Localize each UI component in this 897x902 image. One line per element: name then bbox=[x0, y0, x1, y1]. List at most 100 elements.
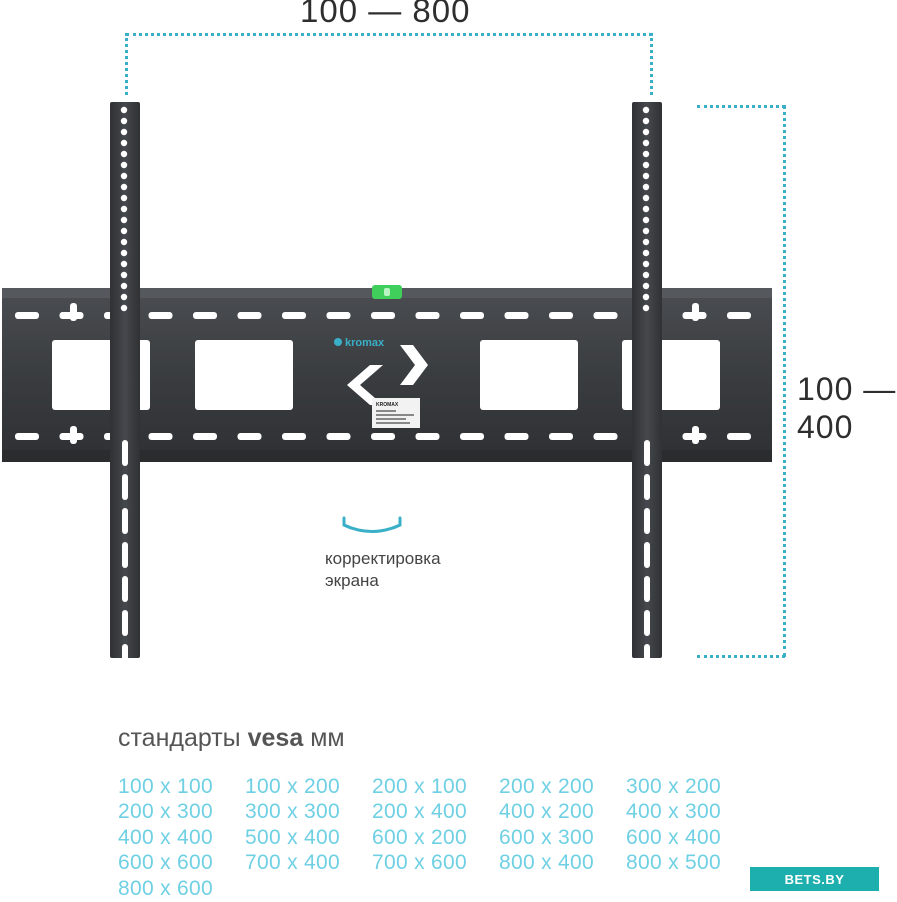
height-range-line2: 400 bbox=[797, 409, 854, 445]
plate-slot bbox=[15, 312, 39, 319]
height-dimension-line bbox=[783, 105, 786, 657]
arm-hole bbox=[120, 150, 128, 158]
arm-slots-right bbox=[644, 440, 650, 670]
arm-hole bbox=[120, 304, 128, 312]
brand-logo-text: kromax bbox=[345, 337, 385, 349]
arm-slot bbox=[644, 610, 650, 636]
tilt-caption: корректировка экрана bbox=[325, 548, 485, 592]
tv-wall-bracket-illustration: kromax KROMAX bbox=[2, 102, 772, 670]
plate-slot bbox=[460, 312, 484, 319]
arm-slot bbox=[122, 576, 128, 602]
arm-slot bbox=[644, 576, 650, 602]
arm-slot bbox=[644, 440, 650, 466]
vesa-size-item: 600 x 300 bbox=[499, 825, 594, 849]
arm-hole bbox=[642, 150, 650, 158]
width-range-label: 100 — 800 bbox=[300, 0, 471, 29]
plate-slot bbox=[237, 312, 262, 319]
plate-slot bbox=[371, 433, 395, 440]
plate-slot bbox=[15, 433, 39, 440]
arm-hole bbox=[120, 139, 128, 147]
height-dimension-tick-bottom bbox=[697, 655, 785, 658]
vesa-size-item: 600 x 200 bbox=[372, 825, 467, 849]
vesa-heading: стандарты vesa мм bbox=[118, 724, 345, 753]
brand-logo-icon bbox=[334, 338, 342, 346]
plate-slot bbox=[415, 433, 440, 440]
plate-slot bbox=[326, 433, 351, 440]
arm-hole bbox=[120, 183, 128, 191]
arm-hole bbox=[642, 249, 650, 257]
plate-slot bbox=[727, 312, 751, 319]
tilt-arrows-icon bbox=[347, 345, 428, 405]
arm-slot bbox=[122, 508, 128, 534]
vesa-size-item: 200 x 300 bbox=[118, 800, 213, 824]
arm-hole bbox=[642, 117, 650, 125]
width-dimension-tick-left bbox=[125, 33, 128, 95]
arm-slot bbox=[122, 610, 128, 636]
plate-slot bbox=[282, 312, 306, 319]
vesa-size-item: 600 x 600 bbox=[118, 851, 213, 875]
arm-hole bbox=[120, 106, 128, 114]
vesa-size-item: 800 x 400 bbox=[499, 851, 594, 875]
vertical-arm-left bbox=[110, 102, 140, 670]
plate-slot bbox=[371, 312, 395, 319]
plate-slot bbox=[460, 433, 484, 440]
arm-holes-right bbox=[642, 106, 650, 312]
vesa-heading-bold: vesa bbox=[247, 724, 304, 752]
arm-hole bbox=[120, 128, 128, 136]
arm-slot bbox=[644, 508, 650, 534]
arm-slot bbox=[122, 474, 128, 500]
height-dimension-tick-top bbox=[697, 105, 785, 108]
arm-slot bbox=[644, 542, 650, 568]
plate-slot bbox=[549, 312, 573, 319]
arm-hole bbox=[642, 139, 650, 147]
tilt-adjust-icon bbox=[342, 516, 402, 533]
vesa-size-item: 700 x 600 bbox=[372, 851, 467, 875]
vesa-size-item: 300 x 200 bbox=[626, 775, 721, 798]
plate-slot bbox=[727, 433, 751, 440]
vesa-size-item: 800 x 600 bbox=[118, 876, 213, 900]
arm-hole bbox=[642, 260, 650, 268]
plate-slot bbox=[593, 433, 618, 440]
vesa-heading-prefix: стандарты bbox=[118, 724, 241, 752]
arm-hole bbox=[642, 128, 650, 136]
plate-slot bbox=[193, 433, 217, 440]
plate-slot bbox=[504, 312, 529, 319]
arm-hole bbox=[642, 161, 650, 169]
arm-hole bbox=[642, 282, 650, 290]
vesa-size-item: 400 x 400 bbox=[118, 825, 213, 849]
arm-hole bbox=[120, 271, 128, 279]
site-badge: BETS.BY bbox=[750, 867, 879, 891]
arm-hole bbox=[120, 249, 128, 257]
vesa-heading-suffix: мм bbox=[310, 724, 345, 752]
arm-slot bbox=[644, 644, 650, 670]
arm-hole bbox=[120, 216, 128, 224]
arm-hole bbox=[120, 238, 128, 246]
plate-slot bbox=[549, 433, 573, 440]
arm-hole bbox=[120, 205, 128, 213]
plate-slot bbox=[415, 312, 440, 319]
vesa-size-item: 200 x 400 bbox=[372, 800, 467, 824]
arm-slot bbox=[122, 644, 128, 670]
arm-hole bbox=[120, 293, 128, 301]
arm-hole bbox=[642, 293, 650, 301]
plate-slot bbox=[237, 433, 262, 440]
height-range-line1: 100 — bbox=[797, 371, 897, 407]
vesa-size-item: 400 x 200 bbox=[499, 800, 594, 824]
vesa-size-item: 200 x 100 bbox=[372, 775, 467, 798]
arm-hole bbox=[642, 238, 650, 246]
arm-hole bbox=[120, 194, 128, 202]
vesa-size-item: 100 x 200 bbox=[245, 775, 340, 798]
plate-slot bbox=[282, 433, 306, 440]
plate-slot bbox=[148, 433, 173, 440]
arm-hole bbox=[120, 282, 128, 290]
arm-slot bbox=[122, 542, 128, 568]
wall-plate: kromax KROMAX bbox=[2, 285, 772, 462]
width-dimension-tick-right bbox=[650, 33, 653, 95]
arm-hole bbox=[642, 271, 650, 279]
vertical-arm-right bbox=[632, 102, 662, 670]
plate-slot bbox=[326, 312, 351, 319]
product-label-sticker: KROMAX bbox=[372, 398, 420, 428]
vesa-size-item: 300 x 300 bbox=[245, 800, 340, 824]
arm-hole bbox=[120, 117, 128, 125]
arm-hole bbox=[642, 304, 650, 312]
